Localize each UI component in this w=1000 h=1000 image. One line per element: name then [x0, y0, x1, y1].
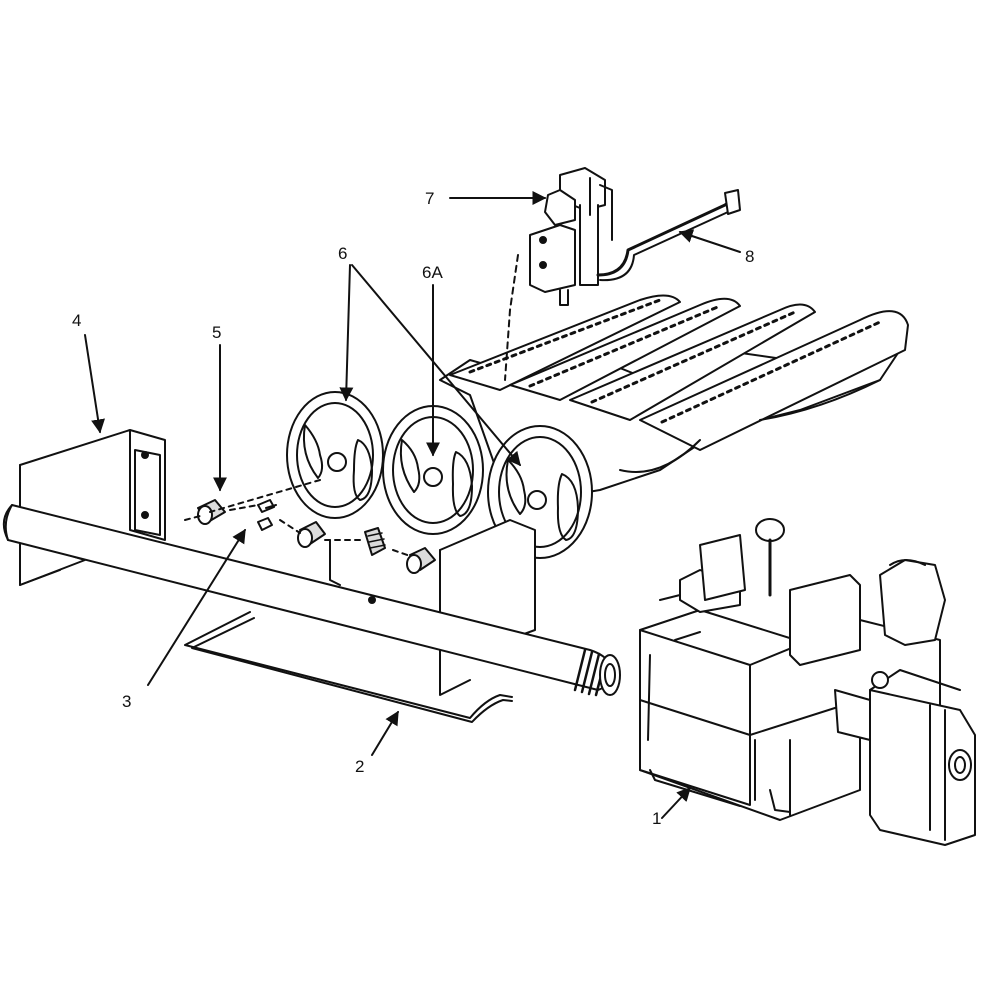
pilot-tubing: [596, 189, 741, 282]
callout-8: 8: [745, 247, 755, 266]
leader-8: [678, 229, 741, 253]
orifice-screw-2: [257, 517, 273, 531]
callout-6a: 6A: [422, 263, 443, 282]
leader-1: [661, 786, 691, 819]
leader-2: [371, 710, 399, 756]
callout-4: 4: [72, 311, 82, 330]
orifice-spud-3: [364, 527, 386, 556]
orifice-screw-1: [257, 499, 277, 513]
burner-face-left: [286, 391, 384, 519]
callout-3: 3: [122, 692, 132, 711]
leader-4: [84, 334, 105, 434]
callout-2: 2: [355, 757, 365, 776]
manifold-pipe: [2, 504, 621, 697]
gas-valve: [639, 518, 976, 846]
orifice-spud-2: [297, 521, 326, 548]
leader-6-a: [339, 264, 354, 402]
pilot-assembly: [504, 167, 613, 381]
thermocouple-tube: [184, 611, 513, 723]
callout-6: 6: [338, 244, 348, 263]
orifice-fittings: [184, 479, 436, 574]
callout-7: 7: [425, 189, 435, 208]
leader-6-b: [351, 264, 521, 467]
callout-1: 1: [652, 809, 662, 828]
leader-3: [147, 528, 246, 686]
callout-5: 5: [212, 323, 222, 342]
orifice-spud-4: [406, 547, 436, 574]
leader-lines: [84, 191, 741, 819]
